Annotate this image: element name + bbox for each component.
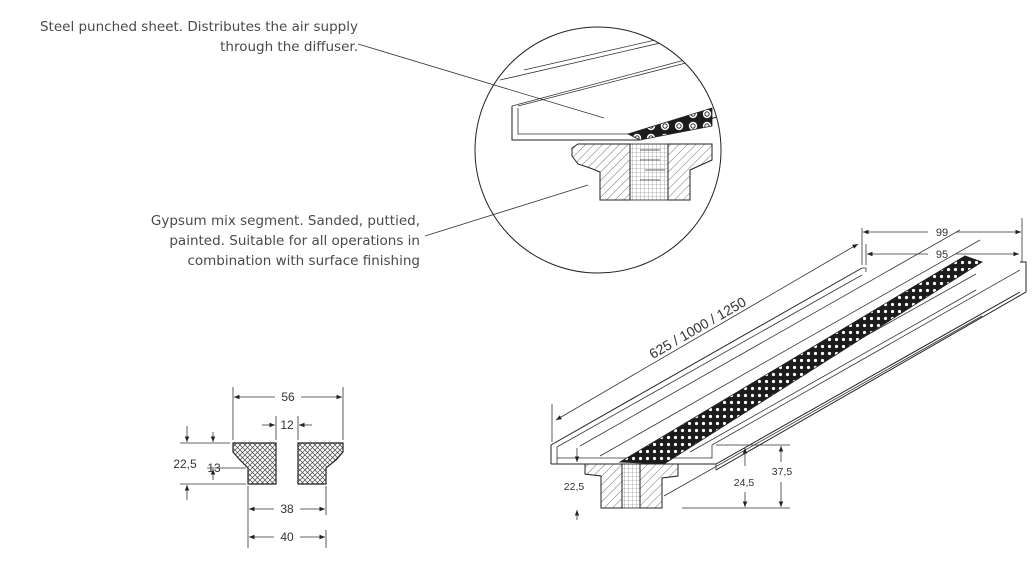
cross-section: 56 12 22,5 13 38 40 [173,387,344,548]
callout-steel-sheet: Steel punched sheet. Distributes the air… [0,17,358,57]
dim-flange-height: 13 [207,461,221,475]
callout-steel-line-2: through the diffuser. [220,39,358,55]
leader-gypsum [424,184,589,237]
dim-height-total: 22,5 [173,457,197,471]
dim-outer-width: 99 [936,227,948,239]
dim-height-left: 22,5 [564,481,585,493]
dim-width-total: 56 [281,390,295,404]
detail-circle [474,26,722,274]
dim-base-width: 40 [280,530,294,544]
dim-inner-width-iso: 95 [936,249,948,261]
dim-length: 625 / 1000 / 1250 [646,293,749,361]
dim-channel-depth: 24,5 [734,477,755,489]
callout-steel-line-1: Steel punched sheet. Distributes the air… [39,19,358,35]
callout-gypsum-line-1: Gypsum mix segment. Sanded, puttied, [150,213,420,229]
isometric-diffuser: 625 / 1000 / 1250 99 95 22,5 24,5 37,5 [550,218,1027,520]
callout-gypsum-line-3: combination with surface finishing [187,253,420,269]
dim-total-height: 37,5 [772,466,793,478]
dim-slot-width: 12 [280,418,294,432]
callout-gypsum-segment: Gypsum mix segment. Sanded, puttied, pai… [0,211,420,271]
leader-steel [357,43,605,119]
perforated-strip [618,255,983,465]
callout-gypsum-line-2: painted. Suitable for all operations in [169,233,420,249]
dim-inner-width: 38 [280,502,294,516]
